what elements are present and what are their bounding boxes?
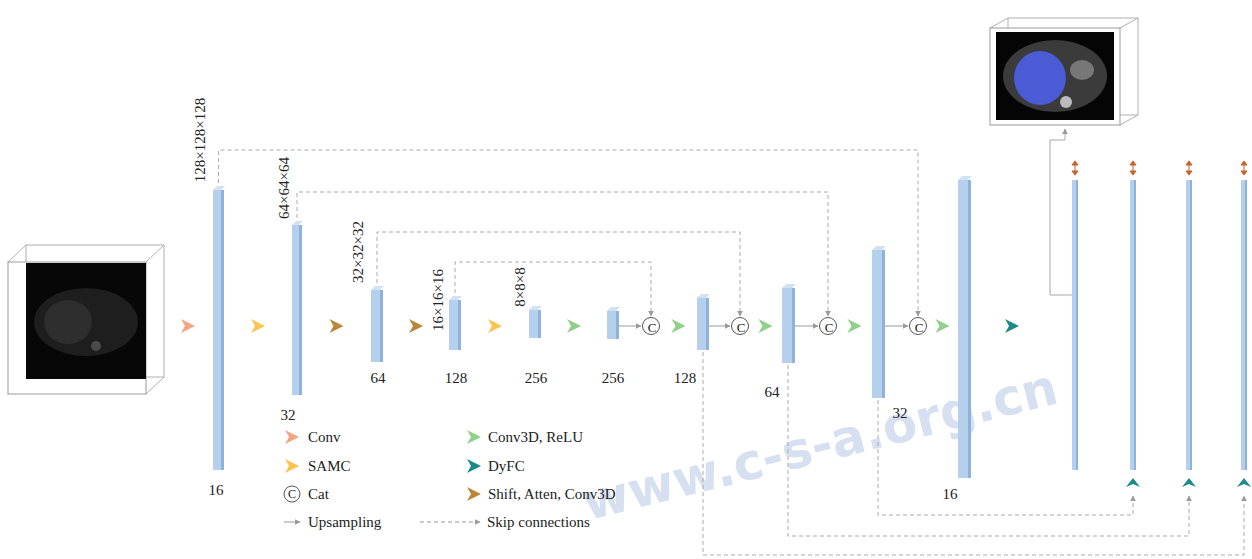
legend-text: Cat — [308, 486, 329, 502]
legend-arrow-swatch — [466, 429, 482, 445]
dimension-label: 16×16×16 — [431, 269, 446, 331]
upsampling-arrow — [619, 326, 641, 327]
legend-arrow-swatch — [466, 486, 482, 502]
feature-map: 64 — [782, 288, 795, 363]
cat-letter: C — [737, 321, 746, 334]
dimension-label: 128×128×128 — [193, 98, 208, 182]
legend-arrow-swatch — [284, 429, 300, 445]
channel-count: 256 — [525, 371, 548, 386]
dyfc-up-arrow — [1126, 478, 1251, 487]
operation-arrow — [749, 319, 782, 333]
feature-map: 32 — [872, 250, 885, 398]
feature-map: 32×32×3264 — [371, 290, 383, 362]
dimension-label: 64×64×64 — [277, 157, 292, 219]
output-leader — [1050, 129, 1072, 295]
cat-circle: C — [642, 317, 660, 335]
feature-map: 16×16×16128 — [449, 300, 461, 350]
dimension-label: 32×32×32 — [351, 221, 366, 283]
cat-letter: C — [825, 321, 834, 334]
double-arrow-symbol — [1072, 161, 1247, 175]
upsampling-legend-symbol — [284, 522, 300, 523]
legend-entry: Conv3D, ReLU — [488, 428, 583, 446]
operation-arrow — [927, 319, 958, 333]
feature-map: 128×128×12816 — [213, 190, 224, 470]
channel-count: 32 — [893, 406, 908, 421]
cat-symbol-letter: C — [288, 488, 296, 500]
dimension-label: 8×8×8 — [513, 267, 528, 306]
operation-arrow — [837, 319, 872, 333]
channel-count: 128 — [674, 371, 697, 386]
cat-letter: C — [648, 321, 657, 334]
cat-letter: C — [915, 321, 924, 334]
legend-entry: Cat — [308, 485, 329, 503]
upsampling-arrow — [795, 326, 818, 327]
legend-text: DyFC — [488, 458, 525, 474]
feature-map: 256 — [607, 311, 619, 339]
legend-text: Conv — [308, 429, 341, 445]
channel-count: 64 — [765, 385, 780, 400]
channel-count: 32 — [281, 408, 296, 423]
upsampling-arrow — [709, 326, 730, 327]
legend-text: Skip connections — [487, 514, 590, 530]
legend-entry: Upsampling — [308, 513, 381, 531]
legend-arrow-swatch — [284, 458, 300, 474]
legend-text: Upsampling — [308, 514, 381, 530]
operation-arrow — [461, 319, 529, 333]
channel-count: 256 — [602, 371, 625, 386]
legend-entry: SAMC — [308, 457, 351, 475]
input-volume — [8, 245, 164, 394]
legend-entry: DyFC — [488, 457, 525, 475]
channel-count: 16 — [209, 483, 224, 498]
legend-entry: Shift, Atten, Conv3D — [488, 485, 616, 503]
legend-entry: Skip connections — [487, 513, 590, 531]
output-bars — [1072, 180, 1247, 470]
skip-connection — [455, 262, 651, 316]
legend-entry: Conv — [308, 428, 341, 446]
channel-count: 128 — [445, 371, 468, 386]
feature-map: 16 — [958, 180, 971, 478]
skip-connection — [219, 150, 919, 316]
output-bar-edges — [1076, 180, 1247, 470]
conv-arrow — [181, 319, 195, 333]
legend-text: SAMC — [308, 458, 351, 474]
cat-circle: C — [731, 317, 749, 335]
cat-legend-symbol — [284, 486, 300, 502]
skip-legend-symbol — [420, 522, 480, 523]
watermark: www.c-s-a.org.cn — [578, 362, 1063, 528]
feature-map: 64×64×6432 — [292, 225, 302, 395]
operation-arrow — [302, 319, 371, 333]
legend-text: Shift, Atten, Conv3D — [488, 486, 616, 502]
feature-map: 128 — [697, 298, 709, 350]
upsampling-arrow — [885, 326, 908, 327]
legend-arrow-swatch — [466, 458, 482, 474]
operation-arrow — [541, 319, 607, 333]
channel-count: 64 — [371, 371, 386, 386]
dyfc-arrow — [1005, 319, 1019, 333]
cat-circle: C — [819, 317, 837, 335]
operation-arrow — [224, 319, 292, 333]
feature-map: 8×8×8256 — [529, 310, 541, 338]
cat-circle: C — [909, 317, 927, 335]
legend-text: Conv3D, ReLU — [488, 429, 583, 445]
operation-arrow — [660, 319, 697, 333]
output-volume — [990, 18, 1138, 125]
channel-count: 16 — [943, 487, 958, 502]
